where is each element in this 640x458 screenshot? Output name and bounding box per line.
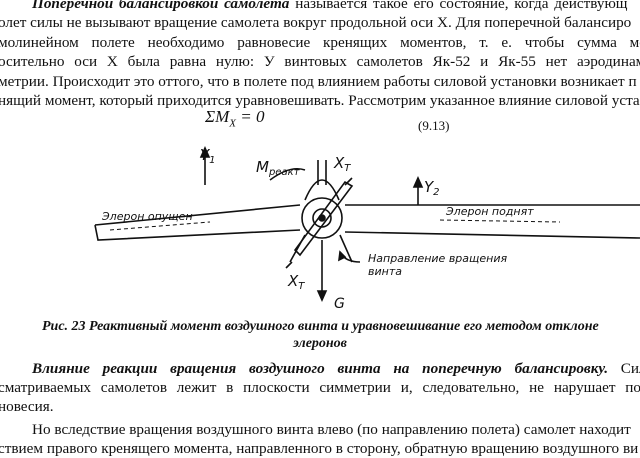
figure-caption-line2: элеронов (293, 336, 347, 351)
text-line: метрии. Происходит это оттого, что в пол… (0, 73, 637, 90)
label-rotation-2: винта (368, 265, 402, 278)
label-xt-bottom: XT (287, 272, 305, 292)
left-wing (94, 204, 301, 241)
formula-number: (9.13) (418, 118, 450, 133)
engine-cowling (301, 197, 343, 239)
label-aileron-down: Элерон опущен (101, 210, 193, 223)
text-line: молинейном полете необходимо равновесие … (0, 34, 640, 51)
text-line: сматриваемых самолетов лежит в плоскости… (0, 379, 640, 396)
propeller-blade (293, 180, 354, 257)
right-wing (344, 204, 640, 239)
label-m-react: Mреакт (256, 158, 301, 178)
term-propeller-reaction: Влияние реакции вращения воздушного винт… (32, 360, 608, 377)
moment-arrow (269, 167, 306, 181)
airplane-diagram: Y1 Mреакт XT Y2 Элерон опущен Элерон под… (94, 146, 640, 312)
text-line: Влияние реакции вращения воздушного винт… (32, 360, 640, 377)
text-line: Поперечной балансировкой самолета называ… (32, 0, 628, 13)
text-line: новесия. (0, 398, 54, 415)
text-line: осительно оси X была равна нулю: У винто… (0, 53, 640, 70)
label-g: G (334, 296, 345, 312)
label-aileron-up: Элерон поднят (445, 205, 534, 218)
label-y1: Y1 (200, 146, 216, 166)
label-rotation-1: Направление вращения (368, 252, 507, 265)
text-line: ствием правого кренящего момента, направ… (0, 440, 639, 457)
label-y2: Y2 (424, 178, 440, 198)
formula: ΣMX = 0 (205, 107, 265, 130)
text-line: нящий момент, который приходится уравнов… (0, 92, 640, 109)
term-lateral-balance: Поперечной балансировкой самолета (32, 0, 290, 12)
text-line: олет силы не вызывают вращение самолета … (0, 14, 632, 31)
text-line: Но вследствие вращения воздушного винта … (32, 421, 631, 438)
label-xt-top: XT (333, 154, 351, 174)
figure-caption-line1: Рис. 23 Реактивный момент воздушного вин… (42, 319, 599, 334)
